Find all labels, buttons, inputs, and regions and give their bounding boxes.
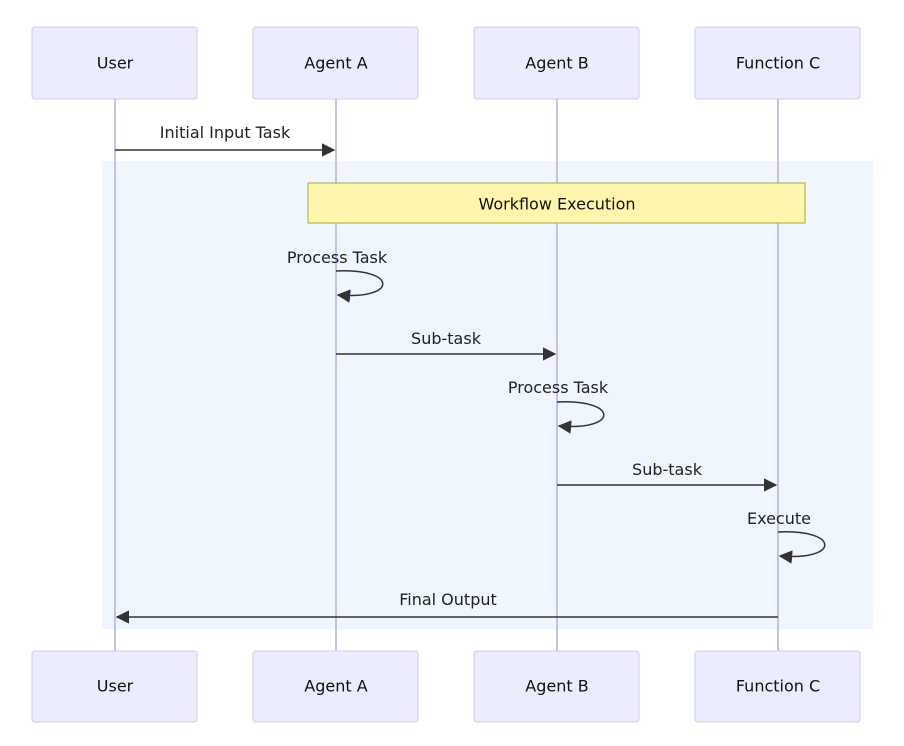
actor-box: [694, 26, 861, 100]
actor-label: User: [97, 54, 134, 73]
actor-user-bottom: User: [31, 650, 198, 723]
actor-label: Function C: [736, 54, 820, 73]
message-label: Initial Input Task: [160, 123, 291, 142]
message-sub-task-ab: Sub-task: [336, 329, 557, 361]
message-label: Process Task: [287, 248, 388, 267]
actor-box: [473, 26, 640, 100]
message-process-task-a: Process Task: [287, 248, 388, 303]
actor-box: [31, 650, 198, 723]
message-execute: Execute: [747, 509, 826, 564]
message-sub-task-bc: Sub-task: [557, 460, 778, 492]
message-label: Final Output: [399, 590, 497, 609]
self-message-arrow: [777, 531, 826, 564]
actor-agent-a-bottom: Agent A: [252, 650, 419, 723]
actor-box: [694, 650, 861, 723]
actor-box: [252, 26, 419, 100]
actor-label: Agent B: [525, 54, 588, 73]
actor-label: Agent B: [525, 677, 588, 696]
actor-agent-b-top: Agent B: [473, 26, 640, 100]
message-label: Process Task: [508, 378, 609, 397]
message-process-task-b: Process Task: [508, 378, 609, 434]
workflow-region: [102, 161, 873, 629]
actor-agent-b-bottom: Agent B: [473, 650, 640, 723]
actor-box: [252, 650, 419, 723]
message-label: Sub-task: [411, 329, 482, 348]
actor-box: [31, 26, 198, 100]
workflow-note: Workflow Execution: [307, 182, 806, 224]
actor-label: Function C: [736, 677, 820, 696]
message-initial-input: Initial Input Task: [115, 123, 336, 157]
actor-agent-a-top: Agent A: [252, 26, 419, 100]
message-label: Execute: [747, 509, 811, 528]
note-label: Workflow Execution: [478, 195, 635, 214]
self-message-arrow: [335, 270, 384, 303]
note-box: [307, 182, 806, 224]
actor-user-top: User: [31, 26, 198, 100]
actor-box: [473, 650, 640, 723]
actor-function-c-top: Function C: [694, 26, 861, 100]
actor-label: User: [97, 677, 134, 696]
self-message-arrow: [556, 401, 605, 434]
message-label: Sub-task: [632, 460, 703, 479]
actor-function-c-bottom: Function C: [694, 650, 861, 723]
message-final-output: Final Output: [115, 590, 778, 624]
actor-label: Agent A: [304, 677, 367, 696]
actor-label: Agent A: [304, 54, 367, 73]
